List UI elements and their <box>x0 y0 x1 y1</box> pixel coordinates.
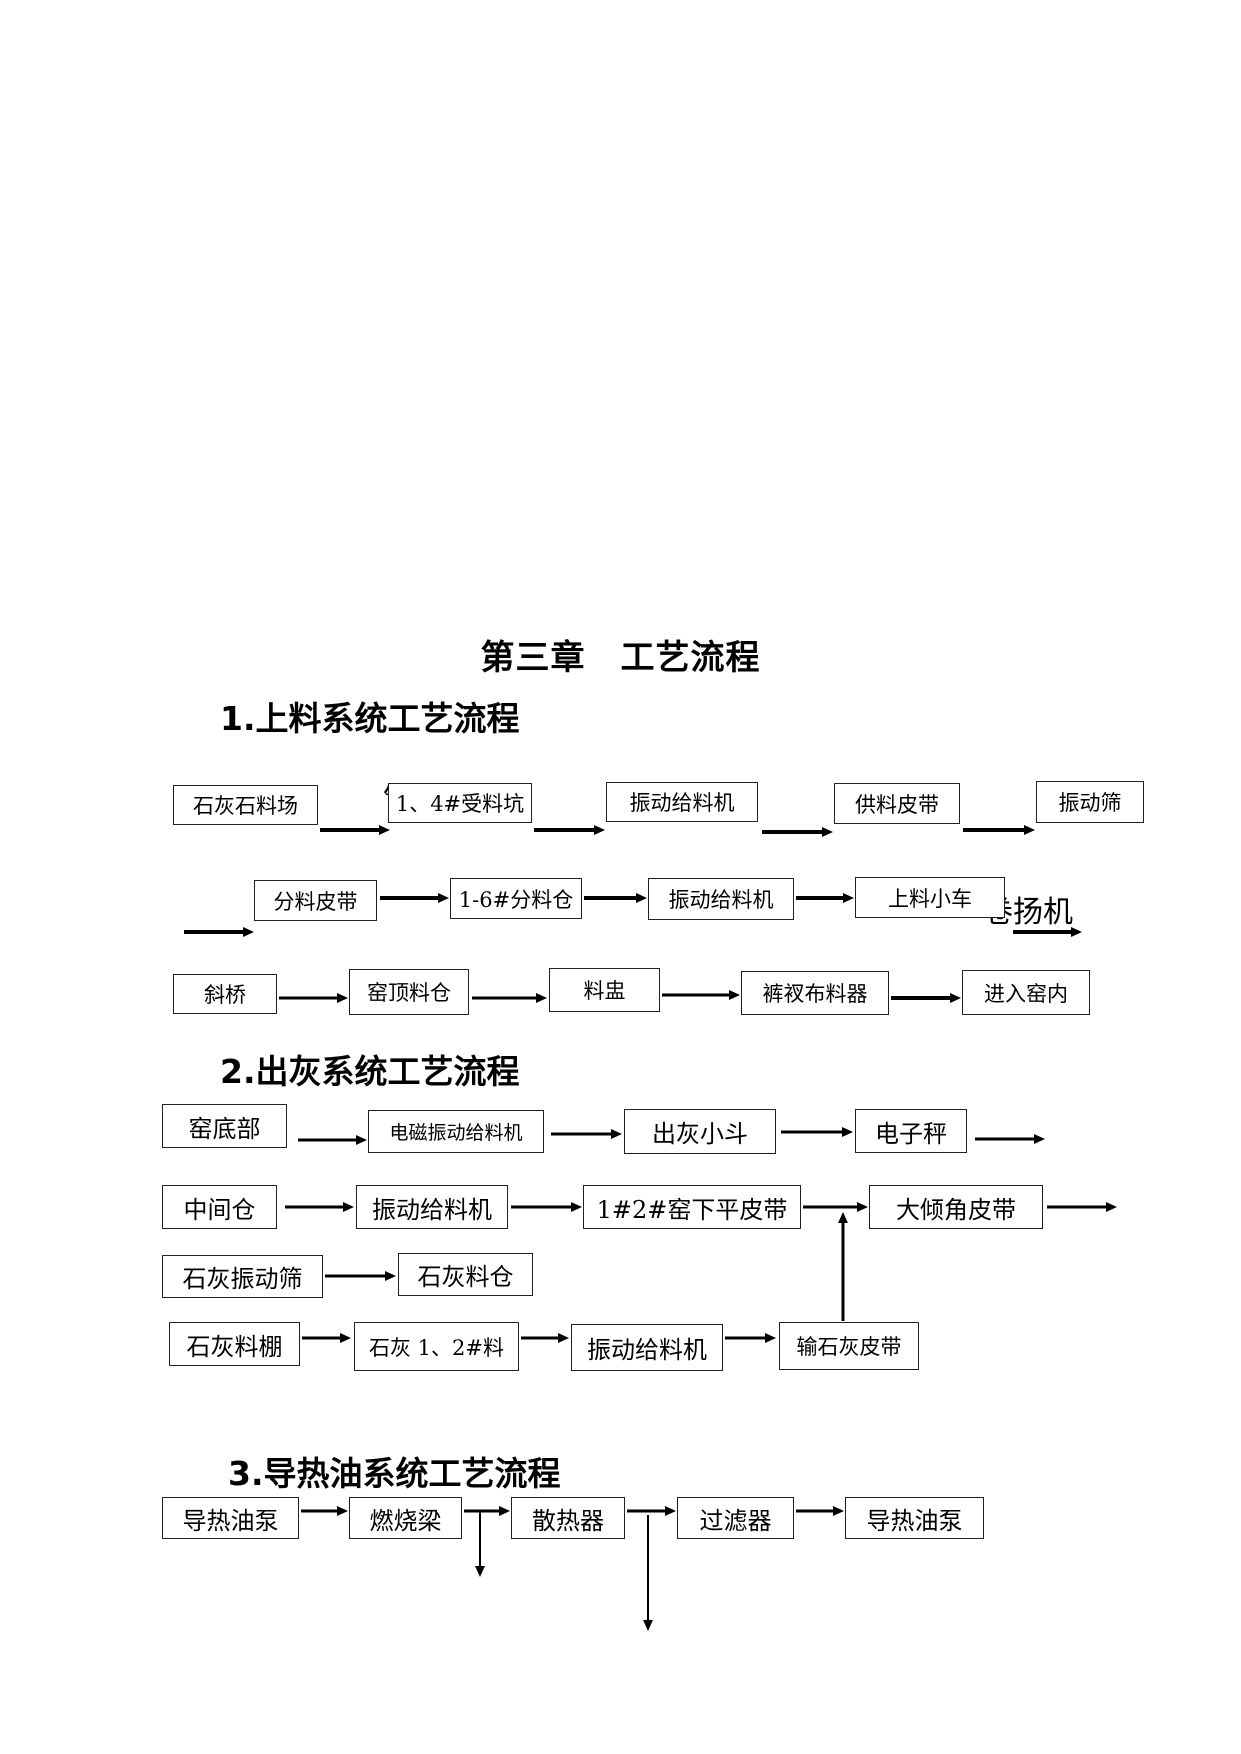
section-heading-feeding: 1.上料系统工艺流程 <box>220 699 520 738</box>
flow-box-radiator: 散热器 <box>511 1497 625 1539</box>
flow-arrow <box>796 893 854 903</box>
flow-box-into-kiln: 进入窑内 <box>962 970 1090 1015</box>
flow-box-limestone-yard: 石灰石料场 <box>173 785 318 825</box>
chapter-title: 第三章 工艺流程 <box>480 638 761 678</box>
flow-arrow <box>643 1515 653 1631</box>
section-heading-thermal-oil: 3.导热油系统工艺流程 <box>228 1454 561 1493</box>
flow-box-kiln-bottom: 窑底部 <box>162 1104 287 1148</box>
flow-arrow <box>963 825 1035 835</box>
flow-box-lime-shed: 石灰料棚 <box>169 1322 300 1366</box>
flow-box-electromagnetic-feeder: 电磁振动给料机 <box>368 1110 544 1153</box>
flow-arrow <box>627 1506 676 1516</box>
flow-box-distribution-bins: 1-6#分料仓 <box>450 878 582 919</box>
flow-arrow <box>891 993 961 1003</box>
flow-arrow <box>1047 1202 1117 1212</box>
flow-arrow <box>975 1134 1045 1144</box>
flow-box-material-cup: 料盅 <box>549 968 660 1012</box>
flow-arrow <box>184 927 254 937</box>
flow-box-lime-vibrating-screen: 石灰振动筛 <box>162 1255 323 1298</box>
flow-box-receiving-pit: 1、4#受料坑 <box>388 783 532 823</box>
flow-box-burner-beam: 燃烧梁 <box>349 1497 462 1539</box>
flow-arrow <box>521 1333 569 1343</box>
flow-arrow <box>279 993 348 1003</box>
flow-box-filter: 过滤器 <box>677 1497 794 1539</box>
flow-box-lime-conveyor-belt: 输石灰皮带 <box>779 1322 919 1370</box>
flow-box-ash-hopper: 出灰小斗 <box>624 1109 776 1154</box>
flow-arrow <box>1013 927 1082 937</box>
flow-box-pants-distributor: 裤衩布料器 <box>741 971 889 1015</box>
flow-arrow <box>781 1127 853 1137</box>
flow-box-intermediate-bin: 中间仓 <box>162 1185 277 1229</box>
flow-arrow <box>838 1212 848 1321</box>
flow-arrow <box>511 1202 582 1212</box>
flow-arrow <box>796 1506 844 1516</box>
section-heading-ash-discharge: 2.出灰系统工艺流程 <box>220 1052 520 1091</box>
flow-arrow <box>320 825 390 835</box>
flow-box-skip-car: 上料小车 <box>855 877 1005 918</box>
flow-box-electronic-scale: 电子秤 <box>855 1109 967 1153</box>
flow-box-vibrating-feeder-3: 振动给料机 <box>356 1185 508 1229</box>
flow-box-kiln-top-bin: 窑顶料仓 <box>349 969 469 1015</box>
flow-box-thermal-oil-pump-1: 导热油泵 <box>162 1497 299 1539</box>
flow-arrow <box>325 1271 396 1281</box>
flow-box-lime-bin: 石灰料仓 <box>398 1253 533 1296</box>
flow-arrow <box>584 893 647 903</box>
flow-arrow <box>380 893 449 903</box>
flow-box-vibrating-feeder-2: 振动给料机 <box>648 878 794 920</box>
flow-arrow <box>803 1202 868 1212</box>
flow-arrow <box>464 1506 510 1516</box>
flow-arrow <box>301 1506 348 1516</box>
flow-arrow <box>285 1202 354 1212</box>
flow-arrow <box>302 1333 351 1343</box>
flow-arrow <box>762 827 833 837</box>
flow-box-kiln-flat-belt: 1#2#窑下平皮带 <box>583 1185 801 1229</box>
flow-box-inclined-bridge: 斜桥 <box>173 974 277 1014</box>
flow-arrow <box>534 825 605 835</box>
flow-arrow <box>551 1129 622 1139</box>
flow-box-vibrating-screen: 振动筛 <box>1036 781 1144 823</box>
flow-box-vibrating-feeder-4: 振动给料机 <box>571 1324 723 1371</box>
flow-arrow <box>662 990 740 1000</box>
flow-box-distribution-belt: 分料皮带 <box>254 880 377 921</box>
flow-arrow <box>298 1135 367 1145</box>
flow-arrow <box>725 1333 776 1343</box>
flow-box-vibrating-feeder-1: 振动给料机 <box>606 782 758 822</box>
flow-box-lime-bins-1-2: 石灰 1、2#料 <box>354 1322 519 1371</box>
flow-box-supply-belt: 供料皮带 <box>834 783 960 824</box>
flow-box-steep-incline-belt: 大倾角皮带 <box>869 1185 1043 1229</box>
flow-box-thermal-oil-pump-2: 导热油泵 <box>845 1497 984 1539</box>
flow-arrow <box>472 993 547 1003</box>
flow-arrow <box>475 1511 485 1577</box>
